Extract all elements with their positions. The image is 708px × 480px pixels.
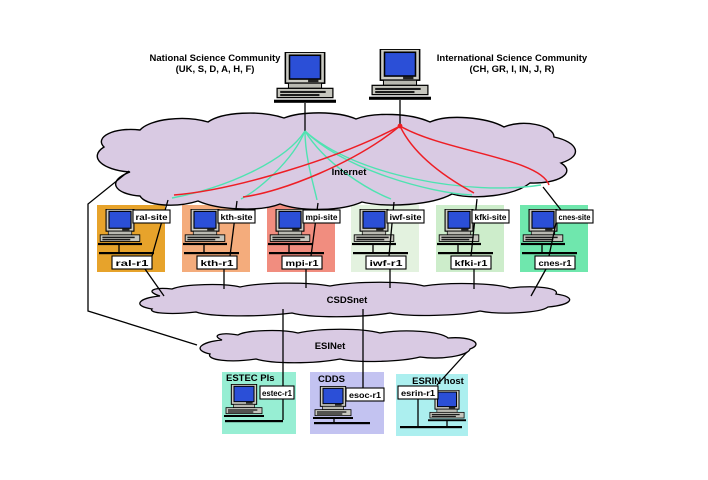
link-curve [173,125,401,196]
router-label: estec-r1 [262,389,293,398]
link-curve [399,125,550,186]
router-label: cnes-r1 [539,259,573,268]
lan-line [225,420,283,423]
site-name-label: ral-site [136,213,169,222]
site-name-label: kfki-site [475,213,508,222]
router-box [534,255,576,270]
facility-box-estec [222,372,296,434]
router-label: mpi-r1 [286,259,320,268]
router-box [111,255,153,270]
router-box [259,385,295,400]
esinet-cloud-label: ESINet [315,341,346,352]
link-cnes-csdsnet [530,268,547,297]
international-community-links [173,125,550,198]
national-community-computer-icon [274,52,336,104]
link-cnes-site-router [548,222,557,257]
router-box [397,385,439,400]
link-curve [242,125,401,198]
cnes-labels: cnes-site cnes-r1 [534,209,594,270]
site-name-label: cnes-site [559,213,592,222]
lan-line [184,252,239,255]
router-label: esoc-r1 [349,391,382,400]
facility-title: ESRIN host [412,376,465,387]
facility-title: CDDS [318,374,345,385]
facility-box-esrin [396,374,468,436]
router-box [196,255,238,270]
international-community-computer-icon [369,49,431,101]
router-label: ral-r1 [116,259,150,268]
link-internet-kfki [470,198,478,257]
international-community-title: International Science Community [437,53,588,64]
site-name-label: kth-site [221,213,254,222]
link-internet-esinet-left [87,170,198,346]
national-community-title: National Science Community [150,53,282,64]
router-label: kth-r1 [201,259,235,268]
lan-line [353,252,408,255]
ral-labels: ral-site ral-r1 [111,209,171,270]
site-name-box [132,209,171,224]
lan-line [438,252,493,255]
lan-line [269,252,324,255]
csdsnet-cloud-label: CSDSnet [327,295,368,306]
facility-labels: ESTEC PIs estec-r1 CDDS esoc-r1 ESRIN ho… [226,373,465,402]
international-community-members: (CH, GR, I, IN, J, R) [470,64,555,75]
router-box [365,255,407,270]
link-curve [304,130,542,189]
router-label: kfki-r1 [455,259,489,268]
internet-cloud-label: Internet [332,167,368,178]
csdsnet-cloud [139,281,571,318]
site-name-box [386,209,425,224]
iwf-labels: iwf-site iwf-r1 [365,209,425,270]
facility-title: ESTEC PIs [226,373,275,384]
site-name-box [471,209,510,224]
link-junction-dot [397,123,403,129]
link-curve [399,125,475,194]
internet-cloud [96,112,576,211]
link-internet-cnes [542,186,562,211]
lan-line [400,426,462,429]
kth-labels: kth-site kth-r1 [196,209,256,270]
router-box [450,255,492,270]
link-curve [304,130,473,196]
facility-box-cdds [310,372,384,434]
national-community-members: (UK, S, D, A, H, F) [176,64,255,75]
site-name-label: mpi-site [306,213,339,222]
mpi-labels: mpi-site mpi-r1 [281,209,341,270]
lan-line [314,422,370,425]
site-name-label: iwf-site [390,213,423,222]
site-name-box [555,209,594,224]
router-label: iwf-r1 [370,259,404,268]
link-curve [304,130,318,201]
link-internet-ral [151,199,169,257]
link-ral-csdsnet [144,268,165,297]
lan-line [99,252,154,255]
site-name-box [217,209,256,224]
link-esinet-esrin [436,351,468,386]
router-box [281,255,323,270]
link-curve [304,130,392,200]
kfki-labels: kfki-site kfki-r1 [450,209,510,270]
router-label: esrin-r1 [401,389,436,398]
site-name-box [302,209,341,224]
esinet-cloud [199,328,477,364]
router-box [345,387,385,402]
site-labels: ral-site ral-r1 kth-site kth-r1 mpi-site… [111,209,594,270]
